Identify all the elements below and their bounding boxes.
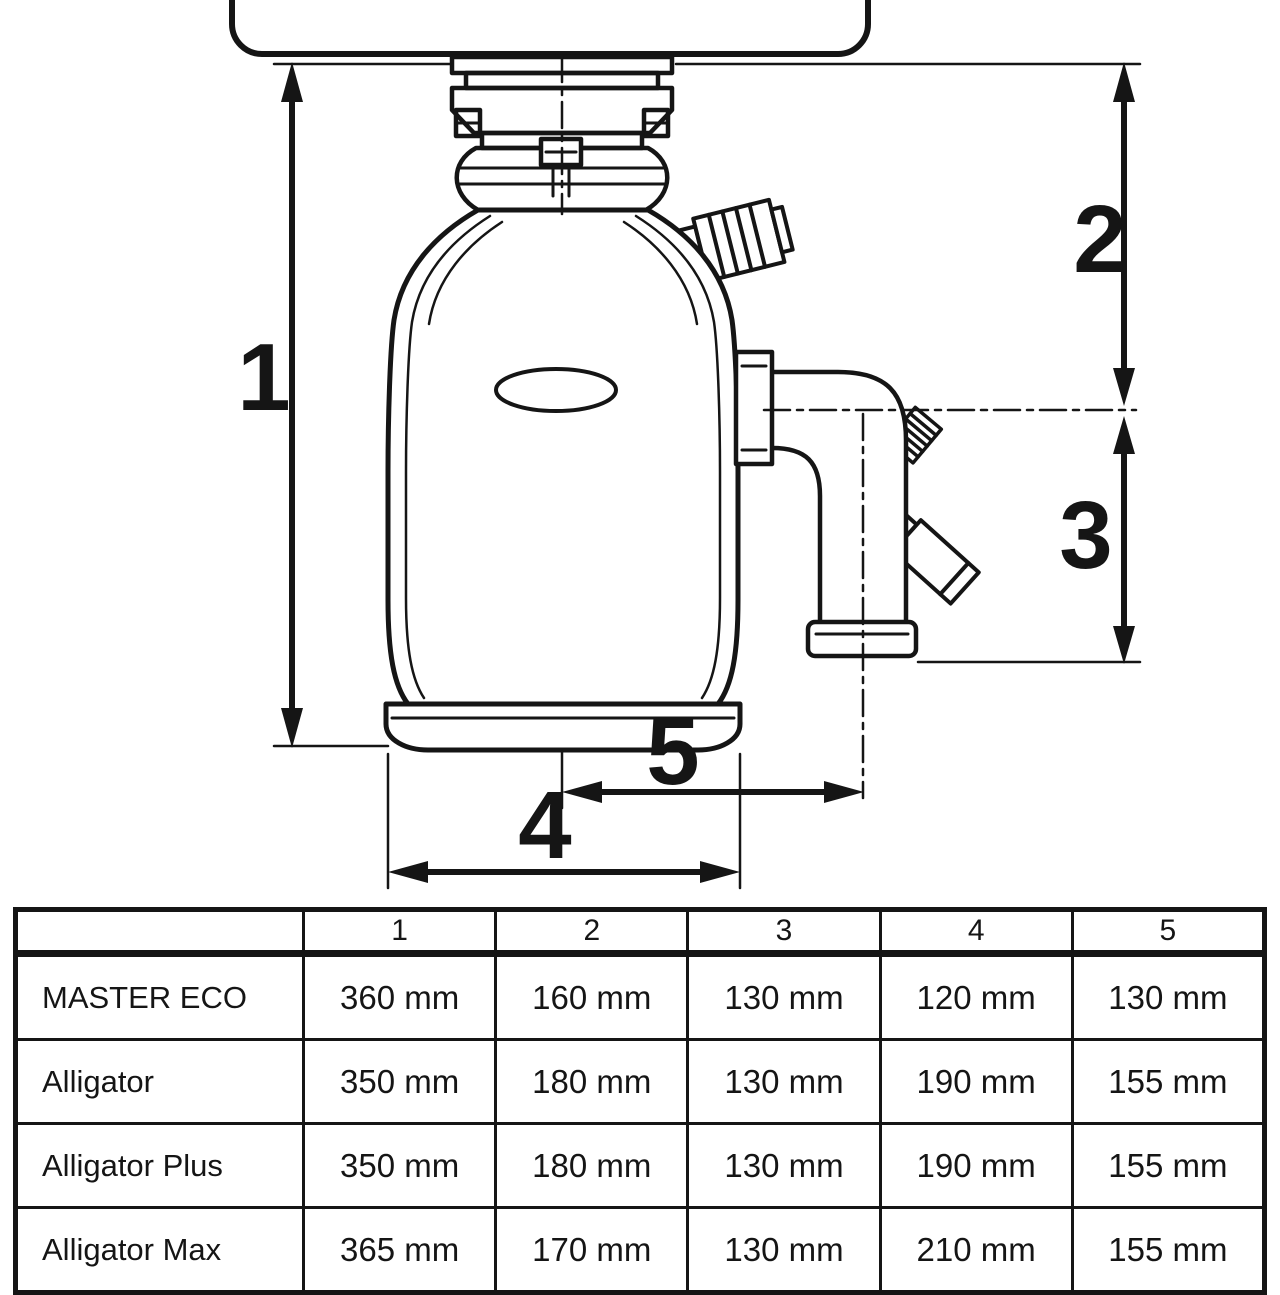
header-dim-4: 4 [878, 908, 1074, 957]
value-cell: 130 mm [686, 1206, 882, 1294]
table-row: Alligator 350 mm 180 mm 130 mm 190 mm 15… [14, 1038, 1267, 1125]
dim-label-1: 1 [237, 324, 290, 431]
value-cell: 160 mm [494, 952, 690, 1041]
dim-label-4: 4 [518, 772, 571, 879]
model-name: MASTER ECO [14, 952, 305, 1041]
extension-lines [272, 62, 1142, 890]
value-cell: 190 mm [878, 1038, 1074, 1125]
model-name: Alligator Max [14, 1206, 305, 1294]
disposer-dimension-diagram: 1 2 3 4 5 [229, 0, 1142, 890]
model-name: Alligator Plus [14, 1122, 305, 1209]
model-name: Alligator [14, 1038, 305, 1125]
header-dim-1: 1 [301, 908, 498, 957]
value-cell: 130 mm [686, 1038, 882, 1125]
body-slot [494, 367, 618, 413]
header-dim-5: 5 [1070, 908, 1267, 957]
value-cell: 350 mm [301, 1122, 498, 1209]
dimension-labels: 1 2 3 4 5 [237, 186, 1126, 879]
header-dim-2: 2 [494, 908, 690, 957]
centerlines [560, 54, 1138, 800]
outlet-elbow [733, 349, 981, 659]
value-cell: 350 mm [301, 1038, 498, 1125]
dimensions-table: 1 2 3 4 5 MASTER ECO 360 mm 160 mm 130 m… [13, 907, 1267, 1295]
value-cell: 130 mm [686, 952, 882, 1041]
value-cell: 180 mm [494, 1038, 690, 1125]
table-row: MASTER ECO 360 mm 160 mm 130 mm 120 mm 1… [14, 952, 1267, 1041]
body-base [383, 701, 743, 753]
dim-label-5: 5 [646, 698, 699, 805]
value-cell: 180 mm [494, 1122, 690, 1209]
value-cell: 130 mm [686, 1122, 882, 1209]
corner-cell [14, 908, 305, 957]
disposer-body [383, 207, 743, 753]
dimension-lines [272, 62, 1142, 890]
table-header-row: 1 2 3 4 5 [14, 908, 1267, 957]
dim-label-2: 2 [1073, 186, 1126, 293]
value-cell: 155 mm [1070, 1038, 1267, 1125]
arrowheads [281, 62, 1135, 883]
value-cell: 365 mm [301, 1206, 498, 1294]
outlet-flange [733, 349, 775, 467]
table-row: Alligator Plus 350 mm 180 mm 130 mm 190 … [14, 1122, 1267, 1209]
table-row: Alligator Max 365 mm 170 mm 130 mm 210 m… [14, 1206, 1267, 1294]
value-cell: 155 mm [1070, 1122, 1267, 1209]
value-cell: 210 mm [878, 1206, 1074, 1294]
value-cell: 155 mm [1070, 1206, 1267, 1294]
value-cell: 130 mm [1070, 952, 1267, 1041]
dim-label-3: 3 [1059, 482, 1112, 589]
value-cell: 360 mm [301, 952, 498, 1041]
sink-basin [229, 0, 871, 57]
value-cell: 190 mm [878, 1122, 1074, 1209]
value-cell: 120 mm [878, 952, 1074, 1041]
header-dim-3: 3 [686, 908, 882, 957]
value-cell: 170 mm [494, 1206, 690, 1294]
